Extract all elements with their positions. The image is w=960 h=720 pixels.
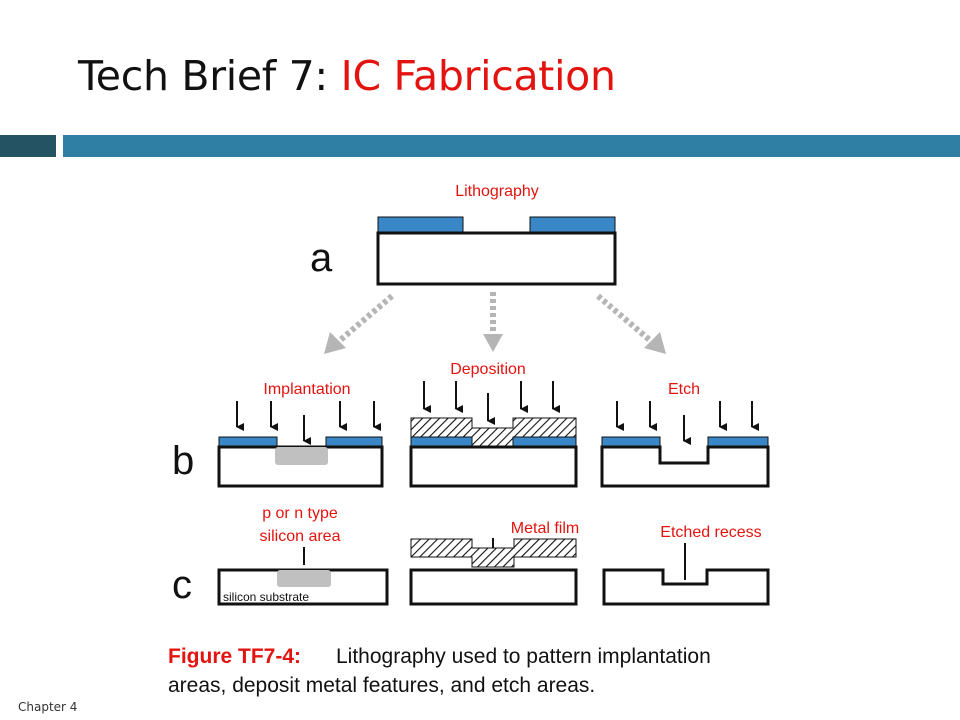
title-prefix: Tech Brief 7: — [78, 52, 341, 100]
wafer-b-implant — [217, 445, 384, 488]
footer-chapter: Chapter 4 — [18, 700, 78, 714]
mask-left — [377, 216, 464, 234]
header-bar-dark — [0, 135, 56, 157]
caption-line1: Lithography used to pattern implantation — [336, 645, 711, 668]
process-arrows — [324, 292, 666, 354]
metal-film-label: Metal film — [511, 520, 579, 537]
p-or-n-label-line2: silicon area — [260, 528, 341, 545]
caption-line2: areas, deposit metal features, and etch … — [168, 674, 595, 697]
title-highlight: IC Fabrication — [340, 52, 616, 100]
implantation-arrows — [236, 401, 381, 445]
deposition-arrows — [423, 381, 560, 425]
wafer-c-deposition — [409, 568, 578, 606]
metal-film — [410, 538, 577, 568]
row-label-a: a — [310, 236, 333, 280]
lithography-label: Lithography — [455, 183, 539, 200]
implant-region-c — [277, 570, 331, 587]
implant-region-b — [275, 447, 328, 465]
etch-label: Etch — [668, 381, 700, 398]
implantation-label: Implantation — [263, 381, 350, 398]
deposition-label: Deposition — [450, 361, 526, 378]
row-label-b: b — [172, 439, 194, 483]
wafer-b-deposition — [409, 445, 578, 488]
caption-label: Figure TF7-4: — [168, 645, 301, 668]
wafer-a — [376, 231, 617, 286]
silicon-substrate-label: silicon substrate — [223, 590, 309, 604]
etched-recess-label: Etched recess — [660, 524, 761, 541]
wafer-c-etch — [602, 568, 770, 606]
header-bar-light — [63, 135, 960, 157]
row-label-c: c — [172, 563, 192, 607]
p-or-n-label-line1: p or n type — [262, 505, 338, 522]
page-title: Tech Brief 7: IC Fabrication — [78, 52, 616, 100]
mask-right — [529, 216, 616, 234]
etch-arrows — [616, 401, 759, 445]
wafer-b-etch — [600, 445, 770, 488]
